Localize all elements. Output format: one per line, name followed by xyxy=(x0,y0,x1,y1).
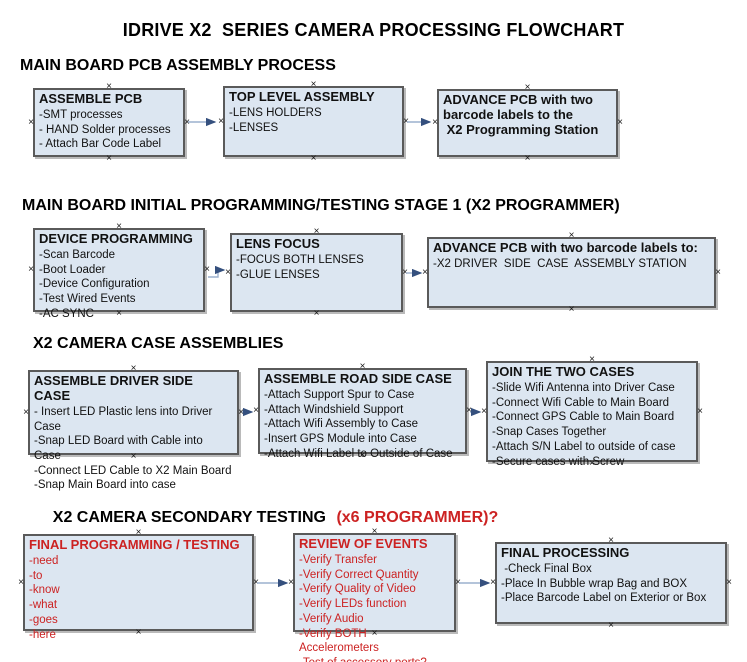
box-items: -need -to -know -what -goes -here xyxy=(29,554,60,641)
box-items: -X2 DRIVER SIDE CASE ASSEMBLY STATION xyxy=(433,257,687,270)
connection-point-icon xyxy=(224,268,232,278)
connection-point-icon xyxy=(252,578,260,588)
connection-point-icon xyxy=(714,268,722,278)
box-items: -Check Final Box -Place In Bubble wrap B… xyxy=(501,562,707,605)
connection-point-icon xyxy=(17,578,25,588)
connection-point-icon xyxy=(696,407,704,417)
connection-point-icon xyxy=(454,578,462,588)
box-items: -SMT processes - HAND Solder processes -… xyxy=(39,108,171,151)
section-heading-pcb-assembly: MAIN BOARD PCB ASSEMBLY PROCESS xyxy=(20,57,336,74)
section-heading-initial-programming: MAIN BOARD INITIAL PROGRAMMING/TESTING S… xyxy=(22,197,620,214)
box-items: -LENS HOLDERS -LENSES xyxy=(229,106,322,134)
connection-point-icon xyxy=(252,406,260,416)
box-title: ADVANCE PCB with two barcode labels to: xyxy=(433,240,698,255)
box-title: FINAL PROCESSING xyxy=(501,545,630,560)
connection-point-icon xyxy=(421,268,429,278)
box-items: -Slide Wifi Antenna into Driver Case -Co… xyxy=(492,381,676,468)
flow-box-review-of-events: REVIEW OF EVENTS -Verify Transfer -Verif… xyxy=(293,533,456,662)
connection-point-icon xyxy=(287,578,295,588)
flow-box-advance-pcb-driver-side-station: ADVANCE PCB with two barcode labels to: … xyxy=(427,237,716,308)
connection-point-icon xyxy=(431,118,439,128)
flow-box-advance-pcb-programming-station: ADVANCE PCB with two barcode labels to t… xyxy=(437,89,618,157)
connection-point-icon xyxy=(27,265,35,275)
box-title: JOIN THE TWO CASES xyxy=(492,364,635,379)
connection-point-icon xyxy=(217,117,225,127)
connection-point-icon xyxy=(203,265,211,275)
section-heading-black-part: X2 CAMERA SECONDARY TESTING xyxy=(52,509,331,526)
box-items: -FOCUS BOTH LENSES -GLUE LENSES xyxy=(236,253,364,281)
flow-box-final-processing: FINAL PROCESSING -Check Final Box -Place… xyxy=(495,542,727,624)
box-items: - Insert LED Plastic lens into Driver Ca… xyxy=(34,405,232,492)
box-title: REVIEW OF EVENTS xyxy=(299,536,428,551)
box-items: -Attach Support Spur to Case -Attach Win… xyxy=(264,388,453,460)
flow-box-top-level-assembly: TOP LEVEL ASSEMBLY -LENS HOLDERS -LENSES xyxy=(223,86,404,157)
box-title: DEVICE PROGRAMMING xyxy=(39,231,193,246)
connection-point-icon xyxy=(183,118,191,128)
connection-point-icon xyxy=(105,154,113,164)
flow-box-lens-focus: LENS FOCUS -FOCUS BOTH LENSES -GLUE LENS… xyxy=(230,233,403,312)
box-title: ADVANCE PCB with two barcode labels to t… xyxy=(443,92,599,137)
box-items: -Scan Barcode -Boot Loader -Device Confi… xyxy=(39,248,150,320)
connection-point-icon xyxy=(524,154,532,164)
connection-point-icon xyxy=(313,309,321,319)
box-title: LENS FOCUS xyxy=(236,236,320,251)
connection-point-icon xyxy=(401,268,409,278)
flow-box-assemble-driver-side-case: ASSEMBLE DRIVER SIDE CASE - Insert LED P… xyxy=(28,370,239,491)
flow-box-device-programming: DEVICE PROGRAMMING -Scan Barcode -Boot L… xyxy=(33,228,205,320)
box-items: -Verify Transfer -Verify Correct Quantit… xyxy=(299,553,427,662)
connection-point-icon xyxy=(480,407,488,417)
connection-point-icon xyxy=(465,406,473,416)
connection-point-icon xyxy=(310,154,318,164)
connection-point-icon xyxy=(22,408,30,418)
connection-point-icon xyxy=(27,118,35,128)
connection-point-icon xyxy=(489,578,497,588)
page-title: IDRIVE X2 SERIES CAMERA PROCESSING FLOWC… xyxy=(122,20,625,40)
connection-point-icon xyxy=(568,305,576,315)
arrow-device-to-lensfocus xyxy=(208,265,226,278)
box-title: FINAL PROGRAMMING / TESTING xyxy=(29,537,240,552)
section-heading-red-part: (x6 PROGRAMMER)? xyxy=(336,509,499,526)
box-title: TOP LEVEL ASSEMBLY xyxy=(229,89,375,104)
connection-point-icon xyxy=(402,117,410,127)
flow-box-assemble-pcb: ASSEMBLE PCB -SMT processes - HAND Solde… xyxy=(33,88,185,157)
box-title: ASSEMBLE ROAD SIDE CASE xyxy=(264,371,452,386)
section-heading-case-assemblies: X2 CAMERA CASE ASSEMBLIES xyxy=(33,335,284,352)
flow-box-final-programming-testing: FINAL PROGRAMMING / TESTING -need -to -k… xyxy=(23,534,254,641)
box-title: ASSEMBLE DRIVER SIDE CASE xyxy=(34,373,197,403)
section-heading-secondary-testing: X2 CAMERA SECONDARY TESTING (x6 PROGRAMM… xyxy=(35,491,498,545)
connection-point-icon xyxy=(616,118,624,128)
connection-point-icon xyxy=(725,578,733,588)
flow-box-assemble-road-side-case: ASSEMBLE ROAD SIDE CASE -Attach Support … xyxy=(258,368,467,460)
flow-box-join-the-two-cases: JOIN THE TWO CASES -Slide Wifi Antenna i… xyxy=(486,361,698,468)
connection-point-icon xyxy=(607,621,615,631)
connection-point-icon xyxy=(237,408,245,418)
box-title: ASSEMBLE PCB xyxy=(39,91,143,106)
